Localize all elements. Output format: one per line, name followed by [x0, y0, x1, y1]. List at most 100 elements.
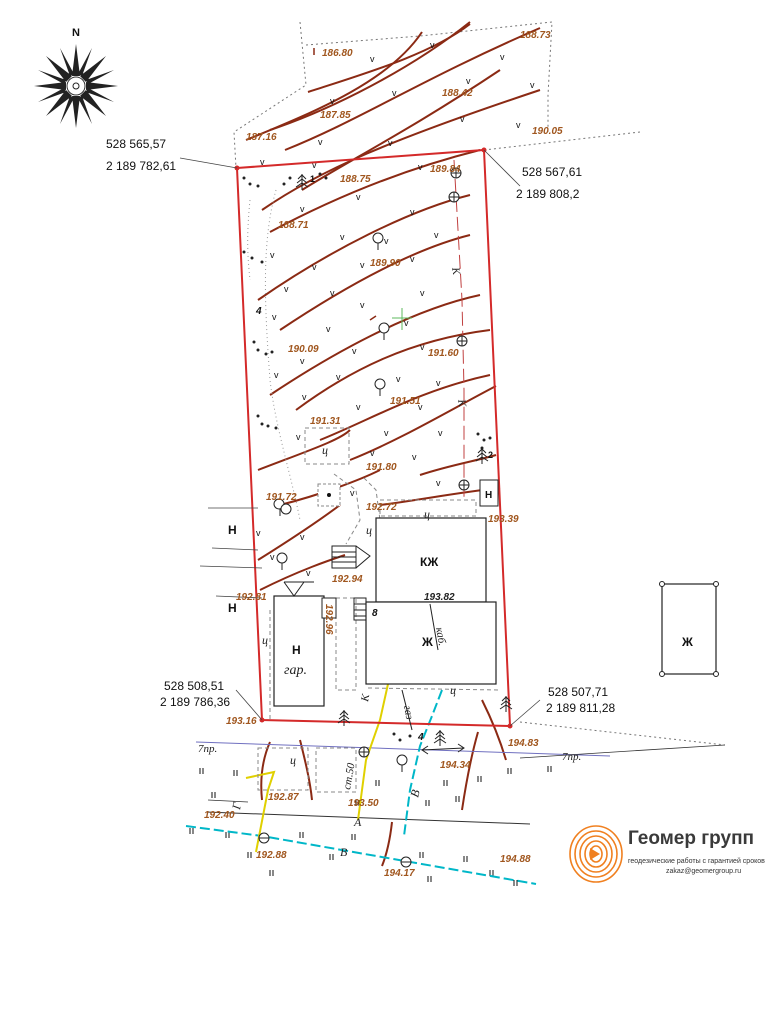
svg-text:v: v — [274, 370, 279, 380]
svg-text:193.39: 193.39 — [488, 514, 519, 525]
svg-text:v: v — [370, 54, 375, 64]
svg-text:2 189 811,28: 2 189 811,28 — [546, 701, 616, 715]
svg-text:v: v — [384, 236, 389, 246]
svg-text:188.73: 188.73 — [520, 30, 551, 41]
svg-text:v: v — [312, 160, 317, 170]
svg-text:К: К — [359, 693, 372, 704]
svg-text:v: v — [418, 402, 423, 412]
svg-text:193.82: 193.82 — [424, 592, 455, 603]
svg-text:187.85: 187.85 — [320, 110, 351, 121]
svg-text:2: 2 — [488, 450, 493, 460]
svg-text:v: v — [260, 157, 265, 167]
grass-symbols: v v v v v v v v v v v v v v v v v v v v … — [256, 40, 535, 578]
svg-text:191.80: 191.80 — [366, 462, 397, 473]
svg-text:194.17: 194.17 — [384, 868, 415, 879]
svg-text:187.16: 187.16 — [246, 132, 277, 143]
building-side-zh — [661, 583, 717, 675]
svg-text:Н: Н — [228, 523, 237, 537]
svg-text:ц: ц — [322, 443, 328, 457]
svg-text:2 189 808,2: 2 189 808,2 — [516, 187, 580, 201]
tree-icons — [273, 232, 408, 772]
svg-text:188.75: 188.75 — [340, 174, 371, 185]
svg-text:v: v — [392, 88, 397, 98]
neighbor-boundary — [233, 21, 726, 746]
svg-text:А: А — [353, 815, 362, 829]
svg-text:4: 4 — [255, 306, 262, 317]
svg-text:v: v — [434, 230, 439, 240]
well-icons — [258, 167, 470, 868]
svg-text:188.71: 188.71 — [278, 220, 309, 231]
svg-text:ц: ц — [424, 507, 430, 521]
svg-text:192.88: 192.88 — [256, 850, 287, 861]
svg-text:191.51: 191.51 — [390, 396, 421, 407]
svg-text:191.60: 191.60 — [428, 348, 459, 359]
svg-text:v: v — [420, 288, 425, 298]
svg-text:v: v — [396, 374, 401, 384]
svg-text:v: v — [326, 324, 331, 334]
svg-text:ст.50: ст.50 — [341, 762, 358, 791]
elevation-labels: 186.80 188.73 188.42 187.85 187.16 190.0… — [204, 30, 563, 879]
building-garage — [273, 595, 325, 707]
road-surface-symbols — [189, 766, 552, 886]
conifer-icons — [295, 174, 513, 746]
paved-area-outlines — [257, 427, 501, 793]
svg-text:2 189 786,36: 2 189 786,36 — [160, 695, 230, 709]
building-zh — [365, 601, 497, 685]
sewer-line — [453, 159, 465, 500]
svg-text:194.88: 194.88 — [500, 854, 531, 865]
svg-text:528 507,71: 528 507,71 — [548, 685, 608, 699]
svg-text:v: v — [300, 532, 305, 542]
svg-text:v: v — [460, 114, 465, 124]
svg-text:В: В — [407, 787, 423, 798]
svg-text:v: v — [350, 488, 355, 498]
svg-text:v: v — [270, 250, 275, 260]
svg-text:8: 8 — [372, 608, 378, 619]
svg-text:7пр.: 7пр. — [562, 751, 581, 763]
street-lines — [195, 741, 726, 825]
svg-text:528 565,57: 528 565,57 — [106, 137, 166, 151]
svg-text:v: v — [438, 428, 443, 438]
svg-text:192.40: 192.40 — [204, 810, 235, 821]
svg-text:v: v — [356, 402, 361, 412]
gas-line — [245, 683, 389, 853]
svg-text:ц: ц — [366, 523, 372, 537]
svg-text:1: 1 — [310, 174, 315, 184]
company-logo: Геомер групп геодезические работы с гара… — [562, 812, 780, 892]
svg-text:2 189 782,61: 2 189 782,61 — [106, 159, 176, 173]
svg-text:192.94: 192.94 — [332, 574, 363, 585]
map-labels: Н Н Н Н КЖ Ж Ж гар. 4 8 4 ц ц ц ц ц ц К … — [198, 174, 693, 859]
svg-text:Ж: Ж — [421, 635, 433, 649]
logo-name: Геомер групп — [628, 828, 755, 849]
compass-north-label: N — [72, 27, 80, 39]
svg-text:v: v — [410, 254, 415, 264]
svg-text:192.87: 192.87 — [268, 792, 299, 803]
svg-text:v: v — [284, 284, 289, 294]
svg-text:Н: Н — [292, 643, 301, 657]
svg-text:188.42: 188.42 — [442, 88, 473, 99]
coordinate-labels: 528 565,57 2 189 782,61 528 567,61 2 189… — [106, 137, 616, 715]
svg-text:v: v — [420, 342, 425, 352]
svg-text:Ж: Ж — [681, 635, 693, 649]
shrub-dots — [242, 172, 492, 742]
svg-text:191.31: 191.31 — [310, 416, 341, 427]
svg-text:Н: Н — [228, 601, 237, 615]
svg-text:v: v — [384, 428, 389, 438]
svg-text:v: v — [466, 76, 471, 86]
svg-text:v: v — [302, 392, 307, 402]
svg-text:v: v — [300, 204, 305, 214]
svg-text:гар.: гар. — [284, 663, 307, 678]
svg-text:194.34: 194.34 — [440, 760, 471, 771]
svg-text:v: v — [516, 120, 521, 130]
svg-text:ц: ц — [290, 753, 296, 767]
coordinate-leaders — [179, 149, 541, 727]
svg-text:194.83: 194.83 — [508, 738, 539, 749]
svg-text:193.50: 193.50 — [348, 798, 379, 809]
svg-text:189.84: 189.84 — [430, 164, 461, 175]
svg-text:v: v — [296, 432, 301, 442]
svg-text:v: v — [312, 262, 317, 272]
svg-text:v: v — [336, 372, 341, 382]
svg-text:газ: газ — [401, 704, 415, 720]
svg-text:4: 4 — [417, 732, 424, 743]
